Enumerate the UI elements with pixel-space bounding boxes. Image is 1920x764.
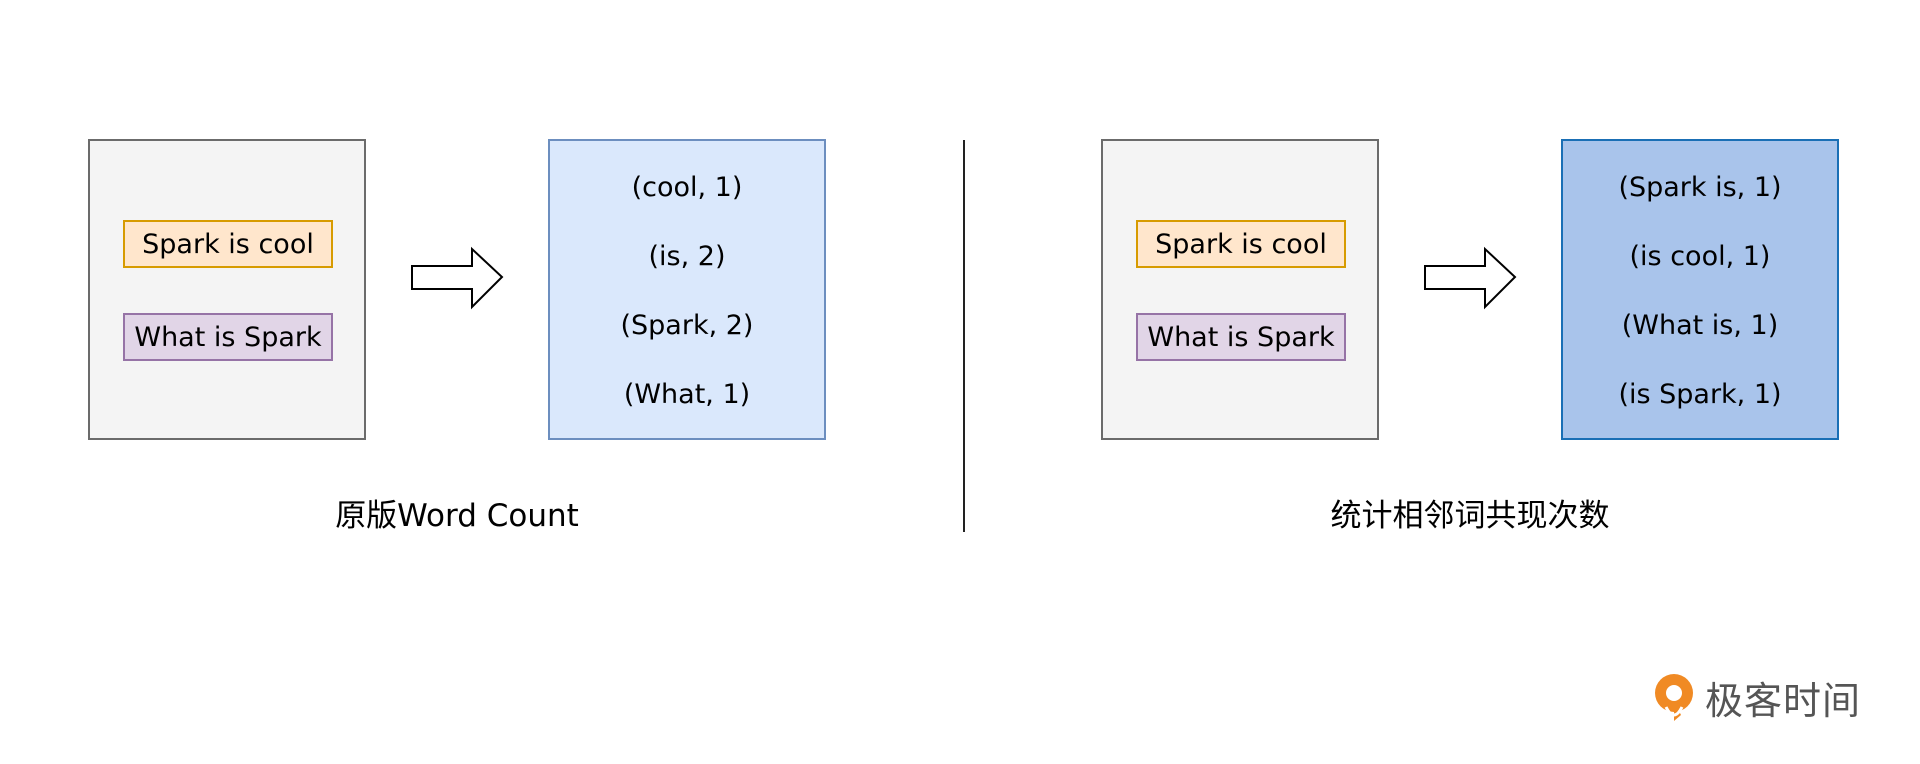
right-output-line-3: (What is, 1) (1621, 310, 1779, 341)
logo-text: 极客时间 (1705, 679, 1862, 723)
geektime-logo: 极客时间 (1651, 670, 1861, 725)
left-output-line-1: (cool, 1) (631, 172, 743, 203)
geektime-logo-icon (1655, 673, 1693, 721)
right-output-line-4: (is Spark, 1) (1618, 379, 1782, 410)
left-input-box: Spark is cool What is Spark (88, 139, 366, 440)
right-arrow-icon (1424, 246, 1517, 310)
left-input-line-1: Spark is cool (123, 220, 333, 268)
left-input-line-2: What is Spark (123, 313, 333, 361)
left-output-line-3: (Spark, 2) (620, 310, 754, 341)
left-output-line-2: (is, 2) (648, 241, 726, 272)
right-output-line-1: (Spark is, 1) (1618, 172, 1782, 203)
left-output-line-4: (What, 1) (623, 379, 751, 410)
right-input-box: Spark is cool What is Spark (1101, 139, 1379, 440)
right-caption: 统计相邻词共现次数 (1330, 498, 1610, 534)
right-output-box: (Spark is, 1) (is cool, 1) (What is, 1) … (1561, 139, 1839, 440)
center-divider (963, 140, 965, 532)
left-caption: 原版Word Count (335, 498, 579, 534)
left-arrow-icon (411, 246, 504, 310)
left-output-box: (cool, 1) (is, 2) (Spark, 2) (What, 1) (548, 139, 826, 440)
right-input-line-1: Spark is cool (1136, 220, 1346, 268)
right-input-line-2: What is Spark (1136, 313, 1346, 361)
right-output-line-2: (is cool, 1) (1629, 241, 1771, 272)
